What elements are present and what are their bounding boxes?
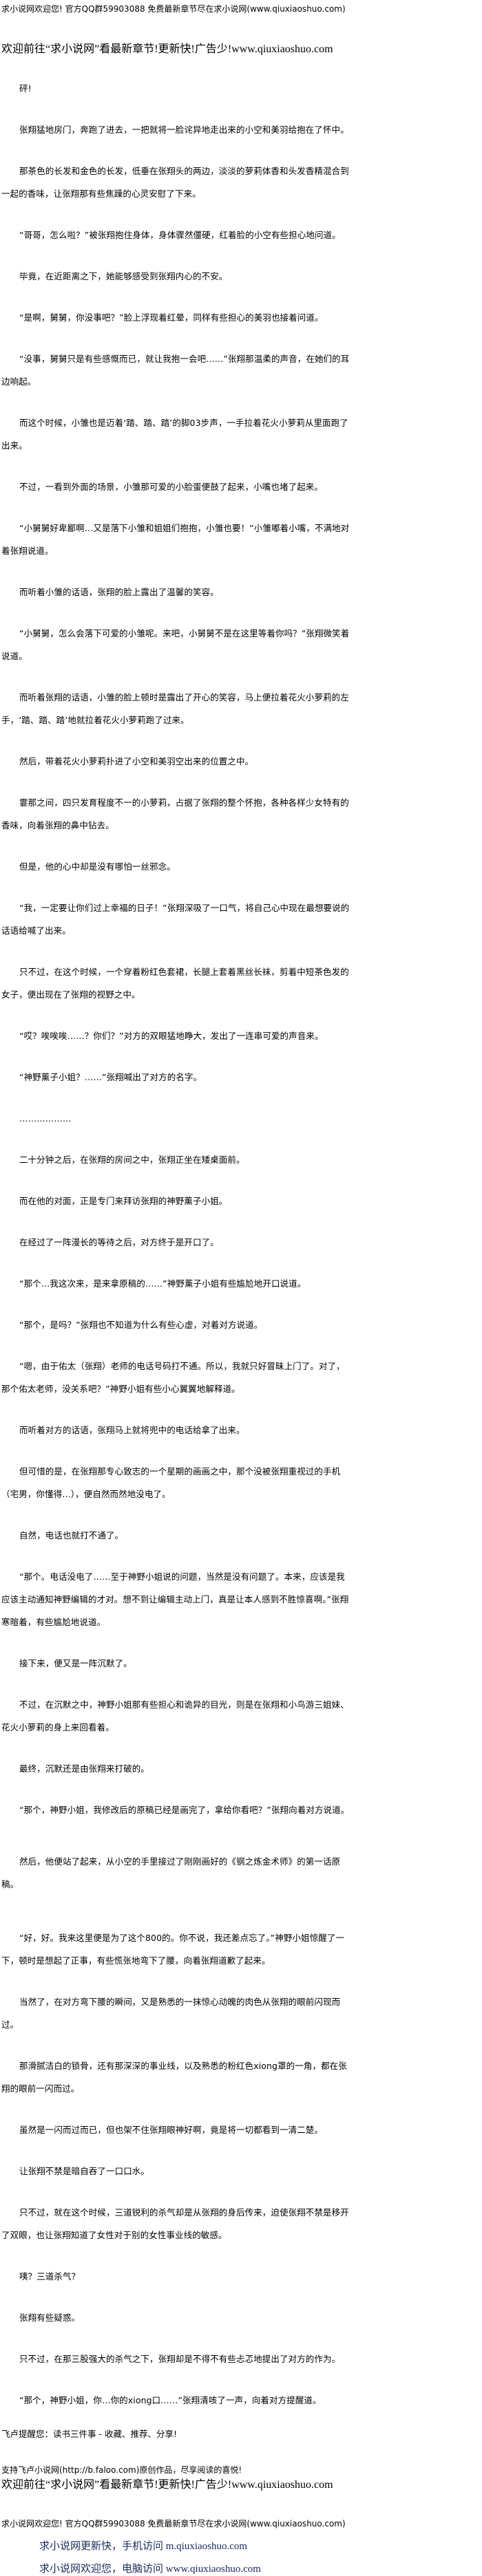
reading-tip: 飞卢提醒您：读书三件事 - 收藏、推荐、分享! xyxy=(1,2429,177,2439)
paragraph: “那个。电话没电了……至于神野小姐说的问题，当然是没有问题了。本来，应该是我应该… xyxy=(1,1571,349,1627)
paragraph: 只不过，在那三股强大的杀气之下，张翔却是不得不有些忐忑地提出了对方的作为。 xyxy=(19,2354,341,2364)
paragraph: 而听着张翔的话语，小雏的脸上顿时是露出了开心的笑容，马上便拉着花火小萝莉的左手，… xyxy=(1,692,349,725)
paragraph: 虽然是一闪而过而已，但也架不住张翔眼神好啊，竟是将一切都看到一清二楚。 xyxy=(19,2125,324,2135)
paragraph: 而听着对方的话语，张翔马上就将兜中的电话给拿了出来。 xyxy=(19,1425,245,1435)
paragraph: 张翔猛地房门，奔跑了进去，一把就将一脸诧异地走出来的小空和美羽给抱在了怀中。 xyxy=(19,125,349,135)
mobile-site-link[interactable]: 求小说网更新快，手机访问 m.qiuxiaoshuo.com xyxy=(39,2541,248,2552)
paragraph: “是啊，舅舅，你没事吧？”脸上浮现着红晕，同样有些担心的美羽也接着问道。 xyxy=(19,312,324,323)
paragraph: 而在他的对面，正是专门来拜访张翔的神野薰子小姐。 xyxy=(19,1196,228,1206)
paragraph: ……………… xyxy=(19,1113,72,1124)
promo-banner-header: 欢迎前往“求小说网”看最新章节!更新快!广告少!www.qiuxiaoshuo.… xyxy=(1,43,333,55)
paragraph: 那茶色的长发和金色的长发，低垂在张翔头的两边，淡淡的萝莉体香和头发香精混合到一起… xyxy=(1,166,349,199)
paragraph: 二十分钟之后，在张翔的房间之中，张翔正坐在矮桌面前。 xyxy=(19,1155,245,1165)
paragraph: 霎那之间，四只发育程度不一的小萝莉，占据了张翔的整个怀抱，各种各样少女特有的香味… xyxy=(1,797,349,830)
paragraph: 在经过了一阵漫长的等待之后，对方终于是开口了。 xyxy=(19,1237,219,1247)
paragraph: “小舅舅好卑鄙啊…又是落下小雏和姐姐们抱抱，小雏也要！”小雏嘟着小嘴，不满地对着… xyxy=(1,523,350,556)
paragraph: 让张翔不禁是暗自吞了一口口水。 xyxy=(19,2166,150,2176)
site-notice-header: 求小说网欢迎您! 官方QQ群59903088 免费最新章节尽在求小说网(www.… xyxy=(1,4,346,14)
paragraph: 最终，沉默还是由张翔来打破的。 xyxy=(19,1763,150,1774)
paragraph: “没事，舅舅只是有些感慨而已，就让我抱一会吧……”张翔那温柔的声音，在她们的耳边… xyxy=(1,354,350,387)
paragraph: 然后，他便站了起来，从小空的手里接过了刚刚画好的《钢之炼金术师》的第一话原稿。 xyxy=(1,1856,341,1889)
paragraph: 那滑腻洁白的锁骨，还有那深深的事业线，以及熟悉的粉红色xiong罩的一角，都在张… xyxy=(1,2061,347,2094)
paragraph: 而听着小雏的话语，张翔的脸上露出了温馨的笑容。 xyxy=(19,587,219,597)
chapter-content: 砰! 张翔猛地房门，奔跑了进去，一把就将一脸诧异地走出来的小空和美羽给抱在了怀中。… xyxy=(1,77,353,2412)
paragraph: 当然了，在对方弯下腰的瞬间，又是熟悉的一抹惊心动魄的肉色从张翔的眼前闪现而过。 xyxy=(1,1997,341,2030)
paragraph: “那个…我这次来，是来拿原稿的……”神野薰子小姐有些尴尬地开口说道。 xyxy=(19,1278,306,1289)
paragraph: “小舅舅，怎么会落下可爱的小雏呢。来吧，小舅舅不是在这里等着你吗？”张翔微笑着说… xyxy=(1,628,350,661)
paragraph: “神野薰子小姐？……”张翔喊出了对方的名字。 xyxy=(19,1072,202,1082)
paragraph: 接下来，便又是一阵沉默了。 xyxy=(19,1658,132,1668)
support-notice: 支持飞卢小说网(http://b.faloo.com)原创作品，尽享阅读的喜悦! xyxy=(1,2465,242,2475)
paragraph: “那个，是吗？”张翔也不知道为什么有些心虚，对着对方说道。 xyxy=(19,1320,263,1330)
paragraph: “哥哥，怎么啦？”被张翔抱住身体，身体骤然僵硬，红着脸的小空有些担心地问道。 xyxy=(19,230,341,240)
promo-banner-footer: 欢迎前往“求小说网”看最新章节!更新快!广告少!www.qiuxiaoshuo.… xyxy=(1,2479,333,2491)
paragraph: “哎？唉唉唉……？你们？”对方的双眼猛地睁大，发出了一连串可爱的声音来。 xyxy=(19,1031,324,1041)
paragraph: 而这个时候，小雏也是迈着‘踏、踏、踏’的脚03步声，一手拉着花火小萝莉从里面跑了… xyxy=(1,418,348,451)
paragraph: 只不过，就在这个时候，三道锐利的杀气却是从张翔的身后传来，迫使张翔不禁是移开了双… xyxy=(1,2207,349,2240)
paragraph: “嗯，由于佑太（张翔）老师的电话号码打不通。所以，我就只好冒昧上门了。对了，那个… xyxy=(1,1361,345,1394)
paragraph: “那个，神野小姐，你…你的xiong口……”张翔清咳了一声，向着对方提醒道。 xyxy=(19,2395,322,2405)
paragraph: 咦？三道杀气？ xyxy=(19,2271,81,2282)
paragraph: “好，好。我来这里便是为了这个800的。你不说，我还差点忘了。”神野小姐惊醒了一… xyxy=(1,1933,345,1966)
paragraph: 但是，他的心中却是没有哪怕一丝邪念。 xyxy=(19,861,176,872)
chapter-opening-line: 砰! xyxy=(19,83,32,94)
paragraph: 不过，在沉默之中，神野小姐那有些担心和诡异的目光，则是在张翔和小鸟游三姐妹、花火… xyxy=(1,1699,349,1732)
paragraph: “那个，神野小姐，我修改后的原稿已经是画完了，拿给你看吧？”张翔向着对方说道。 xyxy=(19,1805,350,1815)
paragraph: 毕竟，在近距离之下，她能够感受到张翔内心的不安。 xyxy=(19,271,228,281)
paragraph: “我，一定要让你们过上幸福的日子！”张翔深吸了一口气，将自己心中现在最想要说的话… xyxy=(1,903,350,936)
paragraph: 只不过，在这个时候，一个穿着粉红色套裙，长腿上套着黑丝长袜，剪着中短茶色发的女子… xyxy=(1,967,349,1000)
site-notice-footer: 求小说网欢迎您! 官方QQ群59903088 免费最新章节尽在求小说网(www.… xyxy=(1,2519,346,2529)
paragraph: 张翔有些疑惑。 xyxy=(19,2312,81,2323)
paragraph: 自然，电话也就打不通了。 xyxy=(19,1530,124,1541)
paragraph: 但可惜的是，在张翔那专心致志的一个星期的画画之中，那个没被张翔重视过的手机（宅男… xyxy=(1,1466,341,1499)
paragraph: 然后，带着花火小萝莉扑进了小空和美羽空出来的位置之中。 xyxy=(19,756,254,766)
paragraph: 不过，一看到外面的场景，小雏那可爱的小脸蛋便鼓了起来，小嘴也堵了起来。 xyxy=(19,482,324,492)
pc-site-link[interactable]: 求小说网欢迎您，电脑访问 www.qiuxiaoshuo.com xyxy=(39,2564,261,2575)
